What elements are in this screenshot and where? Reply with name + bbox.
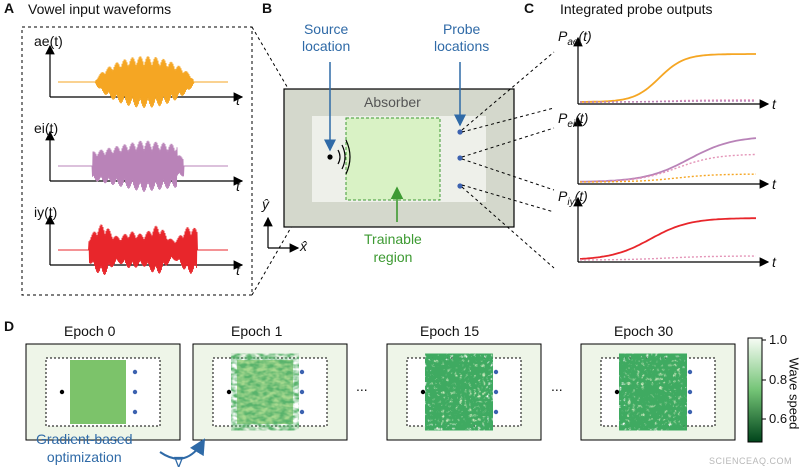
source-point — [327, 154, 333, 160]
probe-output-plots — [573, 36, 770, 267]
output-label-ae: Pae(t) — [558, 28, 592, 48]
absorber-label: Absorber — [364, 94, 421, 110]
panel-letter-d: D — [4, 318, 15, 334]
x-hat-label: x̂ — [300, 238, 307, 254]
waveform-0 — [45, 44, 244, 108]
probe-3 — [457, 183, 463, 189]
probe-2 — [457, 155, 463, 161]
gradient-symbol: ∇ — [174, 454, 184, 470]
axis-t-a2: t — [236, 178, 240, 194]
connector-2a — [461, 127, 555, 158]
epoch-30-map — [580, 343, 736, 441]
panel-a-frame — [21, 26, 253, 296]
trainable-region — [345, 117, 441, 201]
y-hat-label: ŷ — [262, 196, 269, 212]
epoch-15-label: Epoch 15 — [420, 323, 480, 339]
epoch-0-label: Epoch 0 — [64, 323, 116, 339]
output-label-ei: Pei(t) — [558, 110, 589, 130]
connector-1a — [461, 51, 555, 131]
source-wave-3 — [345, 139, 351, 175]
probe-output-0 — [573, 36, 770, 109]
panel-letter-b: B — [262, 0, 273, 16]
waveform-2 — [45, 214, 244, 276]
optimization-arrow — [159, 438, 206, 460]
axis-t-c3: t — [772, 254, 776, 270]
epoch-0-map — [25, 343, 181, 441]
panel-c-title: Integrated probe outputs — [560, 1, 713, 17]
connector-1b — [461, 107, 555, 133]
panel-letter-a: A — [4, 0, 15, 16]
source-wave-2 — [341, 144, 346, 170]
output-label-iy: Piy(t) — [558, 188, 588, 208]
signal-label-ae: ae(t) — [34, 33, 63, 49]
signal-label-iy: iy(t) — [34, 204, 58, 220]
axis-t-a3: t — [236, 262, 240, 278]
probe-output-2 — [573, 196, 770, 267]
source-wave-1 — [337, 149, 341, 165]
connector-2b — [461, 158, 555, 191]
axis-t-c2: t — [772, 176, 776, 192]
probe-output-1 — [573, 116, 770, 189]
colorbar-tick-1-0: 1.0 — [769, 332, 788, 347]
epoch-30-label: Epoch 30 — [614, 323, 674, 339]
signal-label-ei: ei(t) — [34, 120, 59, 136]
colorbar-tick-0-8: 0.8 — [769, 372, 788, 387]
connector-3b — [461, 186, 555, 269]
colorbar-tick-0-6: 0.6 — [769, 411, 788, 426]
panel-letter-c: C — [524, 0, 535, 16]
colorbar — [747, 337, 763, 443]
connector-3a — [461, 184, 555, 213]
waveform-1 — [45, 130, 244, 192]
waveform-plots — [45, 44, 244, 276]
epoch-1-label: Epoch 1 — [231, 323, 283, 339]
colorbar-label: Wave speed — [786, 357, 800, 430]
epoch-15-map — [386, 343, 542, 441]
panel-a-title: Vowel input waveforms — [28, 1, 172, 17]
watermark: SCIENCEAQ.COM — [708, 456, 792, 466]
epoch-1-map — [192, 343, 348, 441]
ellipsis-2: ... — [551, 378, 563, 394]
probe-1 — [457, 129, 463, 135]
axis-t-a1: t — [236, 92, 240, 108]
zoom-line-bottom — [251, 159, 331, 296]
ellipsis-1: ... — [356, 378, 368, 394]
axis-t-c1: t — [772, 96, 776, 112]
